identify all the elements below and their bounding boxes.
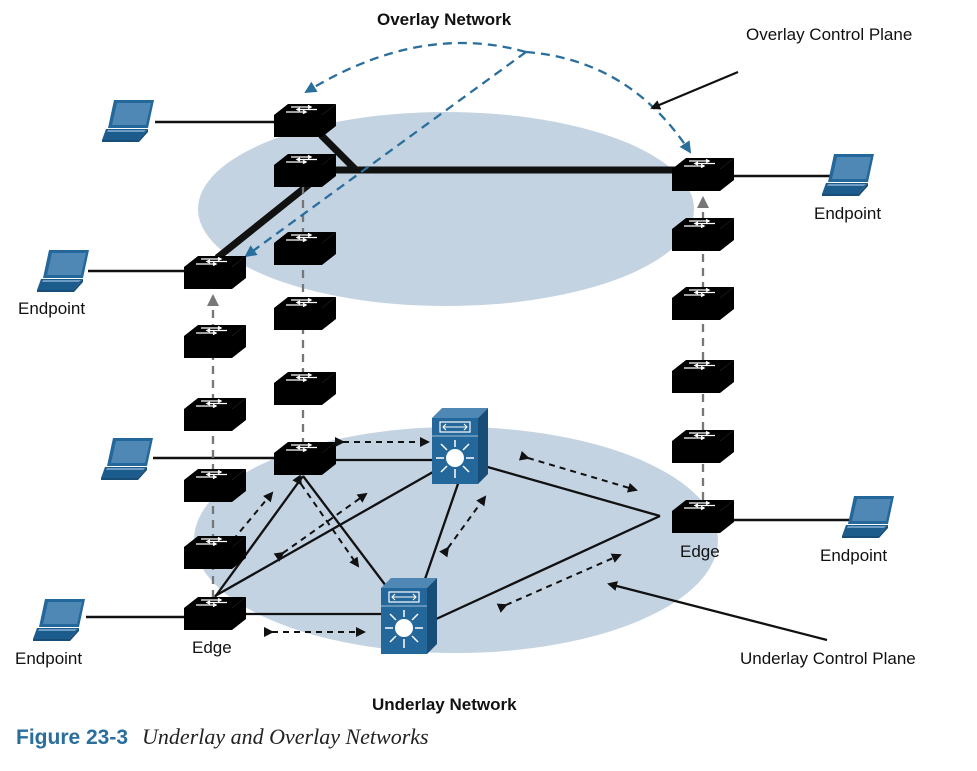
overlay-switch-left	[183, 255, 247, 290]
switch	[183, 397, 247, 432]
underlay-control-plane-label: Underlay Control Plane	[740, 649, 916, 668]
laptop-icon	[37, 250, 89, 292]
switch	[183, 468, 247, 503]
laptop-icon	[102, 100, 154, 142]
underlay-switch-top	[273, 441, 337, 476]
switch	[273, 153, 337, 188]
overlay-switch-top	[273, 103, 337, 138]
endpoint-label: Endpoint	[814, 204, 882, 223]
overlay-control-arrows	[244, 41, 692, 258]
overlay-control-plane-label: Overlay Control Plane	[746, 25, 913, 44]
edge-label: Edge	[192, 638, 232, 657]
endpoint-label: Endpoint	[18, 299, 86, 318]
switch	[671, 217, 735, 252]
figure-title: Underlay and Overlay Networks	[142, 724, 429, 749]
switch	[273, 231, 337, 266]
switch	[671, 429, 735, 464]
switch	[183, 535, 247, 570]
edge-label: Edge	[680, 542, 720, 561]
laptop-icon	[842, 496, 894, 538]
endpoint-links	[86, 120, 855, 619]
laptop-icon	[822, 154, 874, 196]
switch	[273, 296, 337, 331]
figure-number: Figure 23-3	[16, 726, 129, 749]
core-switch-top	[431, 407, 489, 485]
figure-caption: Figure 23-3 Underlay and Overlay Networks	[16, 724, 429, 750]
overlay-switch-right	[671, 157, 735, 192]
switch	[273, 371, 337, 406]
core-switch-bottom	[380, 577, 438, 655]
endpoint-label: Endpoint	[820, 546, 888, 565]
callout-arrows	[607, 70, 828, 642]
overlay-ellipse	[198, 112, 694, 306]
network-diagram: .dk .top{fill:#4f87b5}.dk .front{fill:#2…	[33, 41, 894, 655]
edge-switch-left	[183, 596, 247, 631]
underlay-network-title: Underlay Network	[372, 695, 517, 714]
endpoint-label: Endpoint	[15, 649, 83, 668]
laptop-icon	[101, 438, 153, 480]
edge-switch-right	[671, 499, 735, 534]
underlay-control-arrows	[224, 437, 638, 637]
laptop-icon	[33, 599, 85, 641]
switch	[671, 359, 735, 394]
overlay-network-title: Overlay Network	[377, 10, 512, 29]
switch	[671, 286, 735, 321]
switch	[183, 324, 247, 359]
